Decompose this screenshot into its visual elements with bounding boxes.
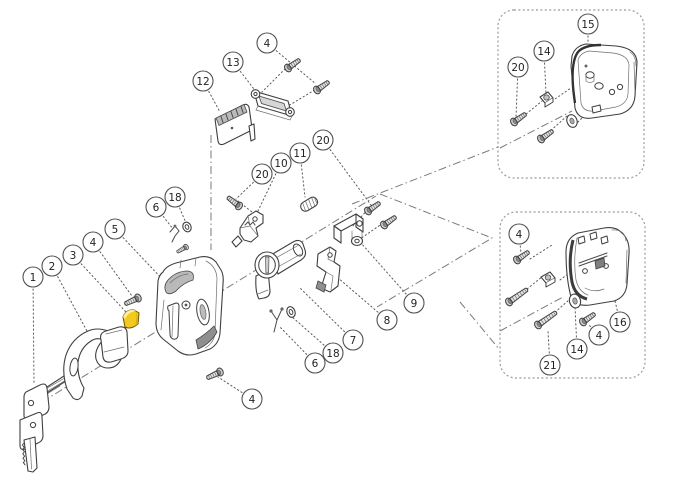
leader-line [574, 306, 578, 350]
callout-9: 9 [403, 292, 425, 314]
callout-4: 4 [256, 32, 278, 54]
callout-number: 6 [312, 358, 319, 370]
retainer-frame-part [250, 89, 295, 121]
callout-20: 20 [507, 56, 529, 78]
callout-number: 18 [168, 192, 181, 204]
callout-14: 14 [533, 40, 555, 62]
grommet-part [540, 271, 556, 288]
pawl-bracket-part [231, 210, 264, 248]
cylinder-part [254, 239, 307, 300]
callout-4: 4 [588, 324, 610, 346]
clamp-bracket-part [333, 213, 364, 247]
callout-number: 14 [537, 46, 551, 58]
cover-plate-part [214, 103, 256, 146]
callout-number: 21 [543, 360, 556, 372]
callout-number: 12 [196, 76, 209, 88]
callout-number: 6 [153, 202, 160, 214]
callout-number: 20 [316, 135, 329, 147]
leader-line [322, 139, 372, 206]
spring-part [300, 196, 319, 212]
callout-number: 5 [112, 224, 119, 236]
key-part [19, 373, 70, 473]
leader-line [92, 241, 133, 297]
callout-8: 8 [376, 309, 398, 331]
detail-box-top [497, 9, 645, 179]
callout-number: 4 [90, 237, 97, 249]
leader-line [72, 254, 127, 313]
handle-part [63, 326, 129, 401]
callout-2: 2 [41, 255, 63, 277]
callout-number: 13 [226, 57, 239, 69]
back-housing-part [570, 43, 638, 119]
callout-6: 6 [145, 196, 167, 218]
callout-5: 5 [104, 218, 126, 240]
leader-line [114, 228, 166, 283]
leader-line [299, 152, 306, 198]
callout-16: 16 [609, 311, 631, 333]
callout-10: 10 [270, 152, 292, 174]
leader-line [217, 376, 253, 400]
latch-button-part-highlighted [122, 309, 140, 329]
callout-number: 1 [30, 272, 37, 284]
lock-body-part [155, 256, 224, 356]
rosette-part [566, 114, 578, 128]
leader-line [336, 276, 388, 321]
callout-number: 16 [613, 317, 627, 329]
leader-line [543, 50, 547, 95]
construction-lines [41, 110, 573, 403]
callout-number: 18 [326, 348, 339, 360]
callout-20: 20 [312, 129, 334, 151]
callout-4: 4 [82, 231, 104, 253]
callout-4: 4 [508, 223, 530, 245]
detail-bottom-group [499, 211, 646, 379]
callout-15: 15 [577, 13, 599, 35]
callout-number: 3 [70, 250, 77, 262]
callout-7: 7 [342, 329, 364, 351]
callout-number: 14 [570, 344, 584, 356]
detail-top-group [497, 9, 645, 179]
callout-13: 13 [222, 51, 244, 73]
front-housing-part [565, 227, 630, 306]
leader-line [360, 242, 415, 304]
callout-number: 4 [249, 394, 256, 406]
callout-18: 18 [164, 186, 186, 208]
callout-number: 15 [581, 19, 594, 31]
callout-11: 11 [289, 142, 311, 164]
callout-number: 2 [49, 261, 56, 273]
callout-number: 8 [384, 315, 391, 327]
callout-number: 9 [411, 298, 418, 310]
callout-18: 18 [322, 342, 344, 364]
grommet-part [539, 91, 554, 108]
callout-number: 20 [511, 62, 524, 74]
callout-6: 6 [304, 352, 326, 374]
callout-number: 10 [274, 158, 287, 170]
callout-12: 12 [192, 70, 214, 92]
support-bracket-part [315, 246, 341, 293]
callout-number: 4 [264, 38, 271, 50]
callout-20: 20 [251, 163, 273, 185]
spring-clip-part [169, 221, 192, 256]
callout-number: 11 [293, 148, 306, 160]
callout-number: 20 [255, 169, 268, 181]
callout-1: 1 [22, 266, 44, 288]
leader-line [298, 286, 354, 341]
callout-4: 4 [241, 388, 263, 410]
callout-21: 21 [539, 354, 561, 376]
leader-line [32, 276, 35, 384]
leader-line [202, 80, 221, 113]
callout-number: 4 [516, 229, 523, 241]
rosette-part [568, 293, 582, 309]
callout-14: 14 [566, 338, 588, 360]
detail-box-bottom [499, 211, 646, 379]
callout-number: 4 [596, 330, 603, 342]
callout-bubbles: 12 3 4 5 6 18 12 13 4 20 10 11 20 6 18 4 7 8 9 15 14 20 4 16 4 14… [22, 13, 631, 410]
callout-number: 7 [350, 335, 357, 347]
assembly-dotted-lines [237, 65, 588, 316]
callout-3: 3 [62, 244, 84, 266]
leader-line [51, 265, 89, 334]
wire-clip-part [269, 306, 296, 333]
